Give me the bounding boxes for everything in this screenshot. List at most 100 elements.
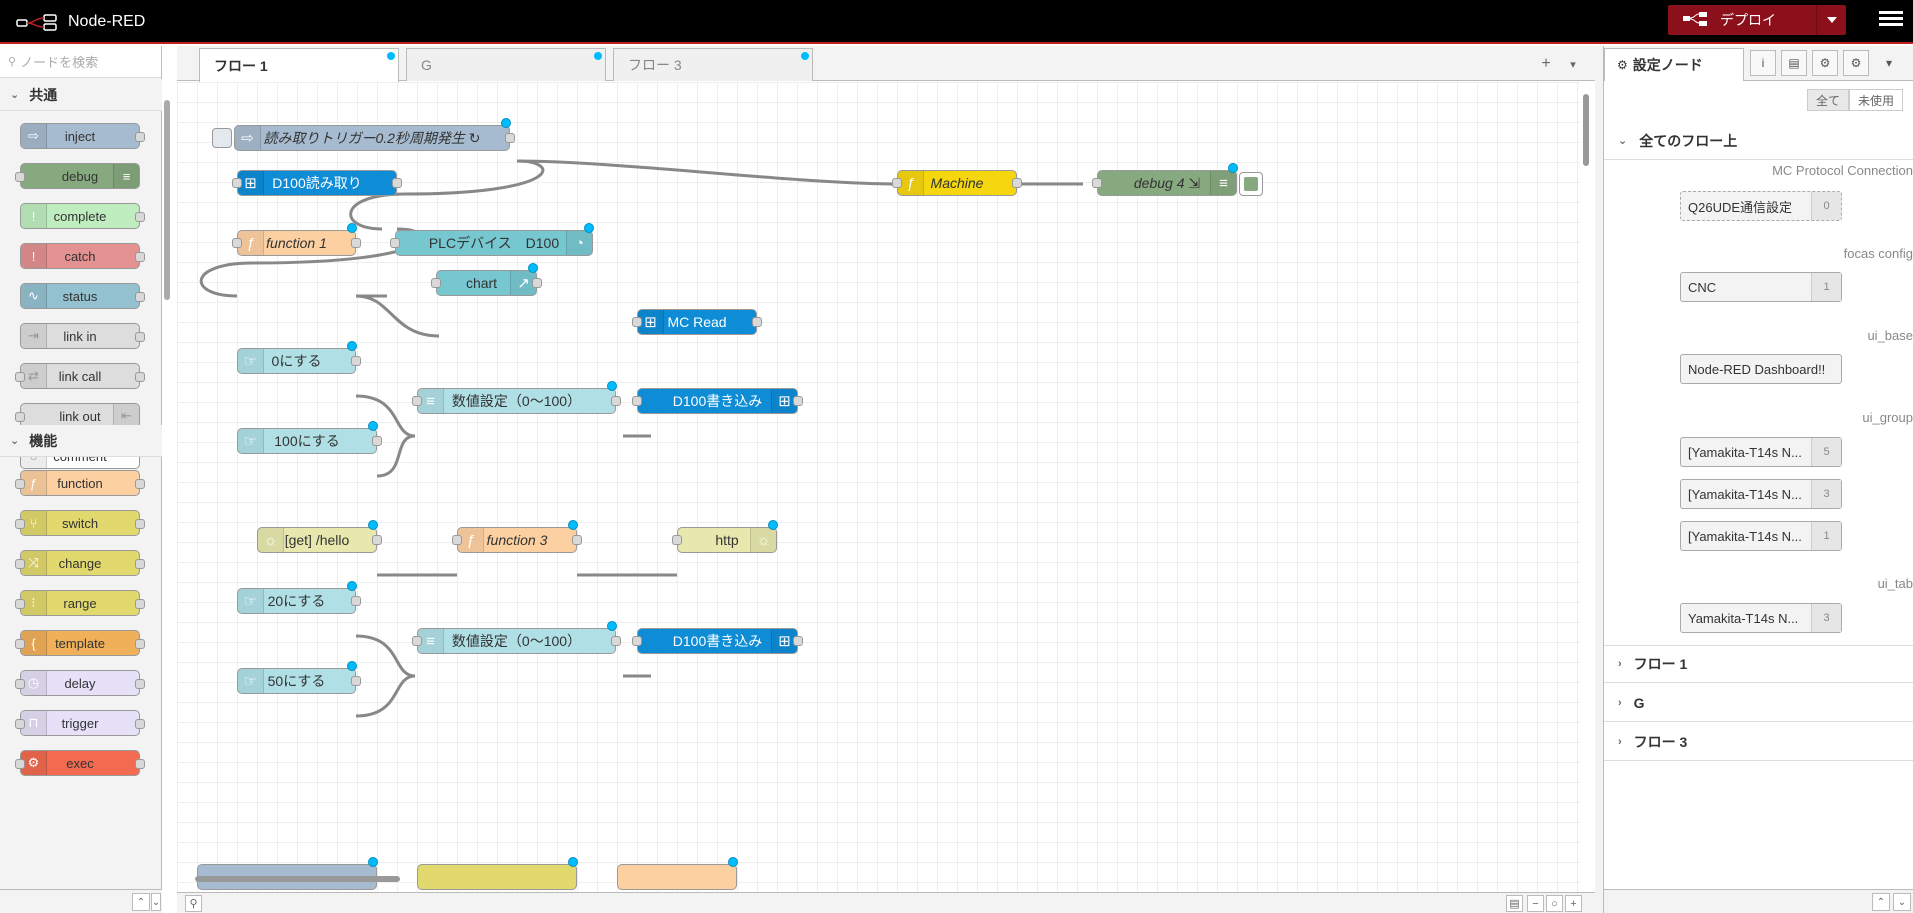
canvas-vertical-scrollbar[interactable] [1583, 94, 1589, 166]
flow-canvas[interactable]: ⇨ 読み取りトリガー0.2秒周期発生 ↻ ⊞ D100読み取り ƒ functi… [177, 82, 1580, 892]
info-icon[interactable]: i [1750, 50, 1776, 76]
sidebar-separator[interactable] [1595, 46, 1603, 913]
input-port[interactable] [431, 278, 441, 288]
button-node-hundred[interactable]: ☞ 100にする [237, 421, 382, 454]
palette-node-exec[interactable]: ⚙exec [15, 750, 145, 776]
zoom-out-icon[interactable]: − [1527, 895, 1544, 912]
collapse-all-icon[interactable]: ⌃ [1872, 893, 1890, 911]
mc-write-node-d100-2[interactable]: D100書き込み ⊞ [632, 628, 803, 654]
http-response-node[interactable]: http ☼ [672, 520, 778, 553]
sidebar-menu-caret-icon[interactable]: ▾ [1885, 56, 1893, 70]
output-port[interactable] [752, 317, 762, 327]
expand-all-icon[interactable]: ⌄ [1893, 893, 1911, 911]
book-icon[interactable]: ▤ [1781, 50, 1807, 76]
output-port[interactable] [793, 396, 803, 406]
output-port[interactable] [611, 636, 621, 646]
focas-node-machine[interactable]: ƒ Machine [892, 170, 1022, 196]
mc-write-node-d100[interactable]: D100書き込み ⊞ [632, 388, 803, 414]
section-flow-1[interactable]: › フロー 1 [1604, 645, 1913, 683]
input-port[interactable] [892, 178, 902, 188]
input-port[interactable] [632, 636, 642, 646]
palette-node-delay[interactable]: ◷delay [15, 670, 145, 696]
palette-node-template[interactable]: {template [15, 630, 145, 656]
function-node-3[interactable]: ƒ function 3 [452, 520, 582, 553]
output-port[interactable] [505, 133, 515, 143]
palette-node-complete[interactable]: !complete [20, 203, 145, 229]
inject-node-trigger[interactable]: ⇨ 読み取りトリガー0.2秒周期発生 ↻ [234, 118, 515, 151]
palette-node-catch[interactable]: !catch [20, 243, 145, 269]
output-port[interactable] [372, 535, 382, 545]
canvas-horizontal-scrollbar[interactable] [195, 876, 400, 882]
section-flow-3[interactable]: › フロー 3 [1604, 723, 1913, 761]
palette-node-range[interactable]: ⁝range [15, 590, 145, 616]
deploy-button[interactable]: デプロイ [1668, 5, 1846, 35]
navigator-icon[interactable]: ▤ [1506, 895, 1523, 912]
function-node-1[interactable]: ƒ function 1 [232, 223, 361, 256]
debug-node-4[interactable]: debug 4 ⇲ ≡ [1092, 163, 1238, 196]
output-port[interactable] [532, 278, 542, 288]
input-port[interactable] [672, 535, 682, 545]
palette-search-input[interactable]: ⚲ ノードを検索 [0, 46, 161, 78]
flow-list-caret-icon[interactable]: ▾ [1570, 58, 1576, 71]
mc-read-node[interactable]: ⊞ MC Read [632, 309, 762, 335]
deploy-menu-caret-icon[interactable] [1816, 5, 1846, 35]
add-flow-icon[interactable]: + [1541, 55, 1551, 72]
output-port[interactable] [611, 396, 621, 406]
output-port[interactable] [351, 238, 361, 248]
config-node-item[interactable]: CNC 1 [1680, 272, 1842, 302]
config-node-item[interactable]: [Yamakita-T14s N... 1 [1680, 521, 1842, 551]
input-port[interactable] [232, 238, 242, 248]
output-port[interactable] [392, 178, 402, 188]
palette-category-function[interactable]: ⌄ 機能 [0, 425, 162, 457]
palette-node-link-call[interactable]: ⇄link call [15, 363, 145, 389]
palette-node-trigger[interactable]: ⊓trigger [15, 710, 145, 736]
slider-node-set-value-2[interactable]: ≡ 数値設定（0〜100） [412, 621, 621, 654]
input-port[interactable] [232, 178, 242, 188]
config-node-item[interactable]: [Yamakita-T14s N... 5 [1680, 437, 1842, 467]
slider-node-set-value[interactable]: ≡ 数値設定（0〜100） [412, 381, 621, 414]
palette-node-debug[interactable]: ≡debug [15, 163, 140, 189]
config-node-item[interactable]: Q26UDE通信設定 0 [1680, 191, 1842, 221]
tab-flow-3[interactable]: フロー 3 [613, 48, 813, 81]
http-in-node-hello[interactable]: ☼ [get] /hello [257, 520, 382, 553]
button-node-fifty[interactable]: ☞ 50にする [237, 661, 361, 694]
output-port[interactable] [351, 676, 361, 686]
input-port[interactable] [452, 535, 462, 545]
settings-gear-icon[interactable]: ⚙ [1843, 50, 1869, 76]
button-node-twenty[interactable]: ☞ 20にする [237, 581, 361, 614]
zoom-in-icon[interactable]: + [1565, 895, 1582, 912]
inject-trigger-button[interactable] [212, 128, 232, 148]
search-flows-icon[interactable]: ⚲ [185, 895, 202, 912]
partial-node[interactable] [617, 857, 738, 890]
config-node-item[interactable]: Yamakita-T14s N... 3 [1680, 603, 1842, 633]
palette-category-common[interactable]: ⌄ 共通 [0, 79, 162, 111]
expand-all-icon[interactable]: ⌄ [151, 893, 161, 911]
filter-unused-button[interactable]: 未使用 [1848, 89, 1903, 111]
palette-node-link-in[interactable]: ⇥link in [20, 323, 145, 349]
chart-node[interactable]: chart ↗ [431, 263, 542, 296]
output-port[interactable] [372, 436, 382, 446]
palette-node-inject[interactable]: ⇨inject [20, 123, 145, 149]
palette-node-status[interactable]: ∿status [20, 283, 145, 309]
output-port[interactable] [572, 535, 582, 545]
palette-node-link-out[interactable]: ⇤link out [15, 403, 140, 429]
input-port[interactable] [632, 317, 642, 327]
gauge-node-plc-d100[interactable]: PLCデバイス D100 ◔ [390, 223, 594, 256]
output-port[interactable] [793, 636, 803, 646]
collapse-all-icon[interactable]: ⌃ [132, 893, 150, 911]
debug-toggle-button[interactable] [1239, 172, 1263, 196]
output-port[interactable] [351, 356, 361, 366]
input-port[interactable] [412, 636, 422, 646]
bug-icon[interactable]: ⚙ [1812, 50, 1838, 76]
section-g[interactable]: › G [1604, 684, 1913, 722]
palette-node-switch[interactable]: ⑂switch [15, 510, 145, 536]
palette-scrollbar[interactable] [164, 100, 170, 300]
palette-node-change[interactable]: ⤨change [15, 550, 145, 576]
zoom-reset-icon[interactable]: ○ [1546, 895, 1563, 912]
button-node-zero[interactable]: ☞ 0にする [237, 341, 361, 374]
partial-node[interactable] [417, 857, 578, 890]
output-port[interactable] [1012, 178, 1022, 188]
mc-read-node-d100[interactable]: ⊞ D100読み取り [232, 170, 402, 196]
config-node-item[interactable]: Node-RED Dashboard!! [1680, 354, 1842, 384]
